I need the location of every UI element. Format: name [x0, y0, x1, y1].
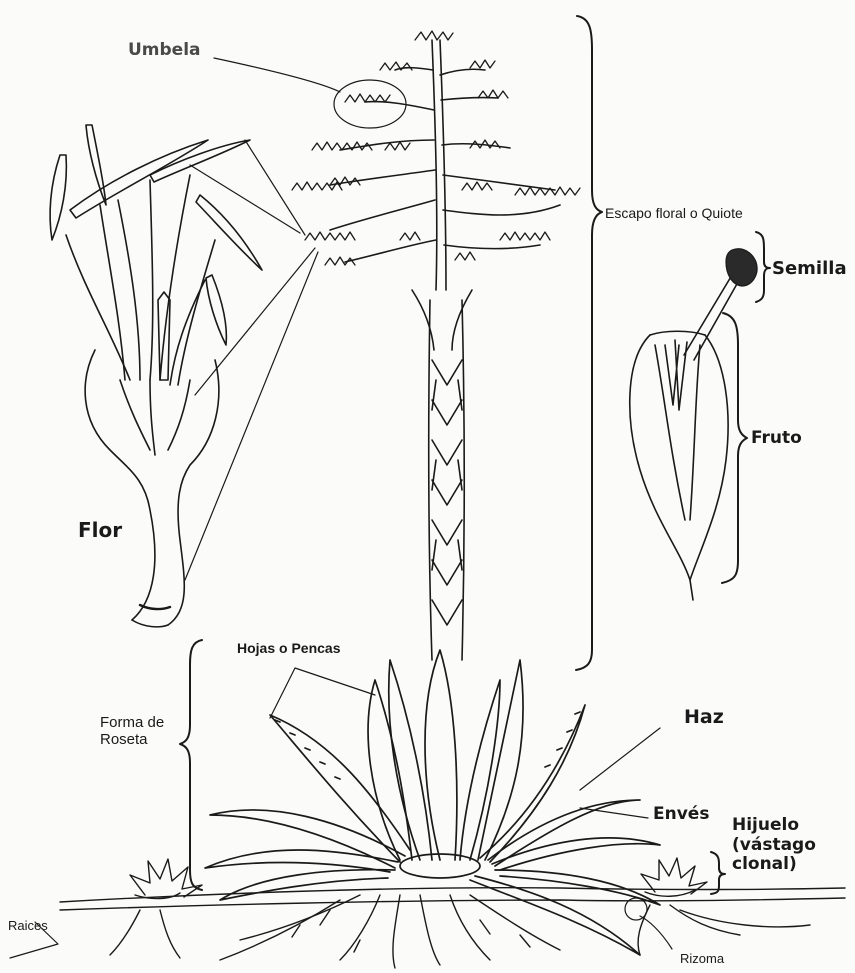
flower-connector-lines: [185, 140, 318, 580]
enves-leader: [580, 808, 648, 818]
label-raices: Raices: [8, 918, 48, 933]
haz-leader: [580, 728, 660, 790]
label-forma-roseta: Forma de Roseta: [100, 714, 164, 749]
label-leaders: [10, 58, 672, 958]
label-enves: Envés: [653, 804, 709, 824]
semilla-brace: [756, 232, 770, 302]
flower-detail: [50, 125, 262, 627]
roseta-brace: [180, 640, 202, 890]
label-hijuelo: Hijuelo (vástago clonal): [732, 816, 816, 875]
escapo-brace: [576, 16, 602, 670]
label-fruto: Fruto: [751, 428, 802, 448]
rizoma-leader: [640, 916, 672, 949]
umbela-highlight-circle: [334, 80, 406, 128]
label-haz: Haz: [684, 706, 724, 728]
hijuelo-brace: [711, 852, 725, 894]
rosette-leaves: [205, 650, 660, 955]
braces: [180, 16, 770, 894]
label-flor: Flor: [78, 518, 122, 542]
label-rizoma: Rizoma: [680, 951, 724, 966]
fruto-brace: [722, 313, 747, 583]
seed: [726, 249, 757, 286]
quiote-stalk: [412, 290, 472, 660]
ground-and-roots: [60, 888, 845, 968]
hijuelo-right: [641, 858, 707, 896]
label-escapo-floral: Escapo floral o Quiote: [605, 205, 743, 221]
hojas-leader: [270, 668, 375, 718]
inflorescence: [330, 40, 560, 290]
fruit: [630, 270, 742, 600]
label-umbela: Umbela: [128, 40, 201, 60]
umbela-leader: [214, 58, 340, 92]
label-semilla: Semilla: [772, 258, 847, 279]
label-hojas-pencas: Hojas o Pencas: [237, 640, 341, 656]
